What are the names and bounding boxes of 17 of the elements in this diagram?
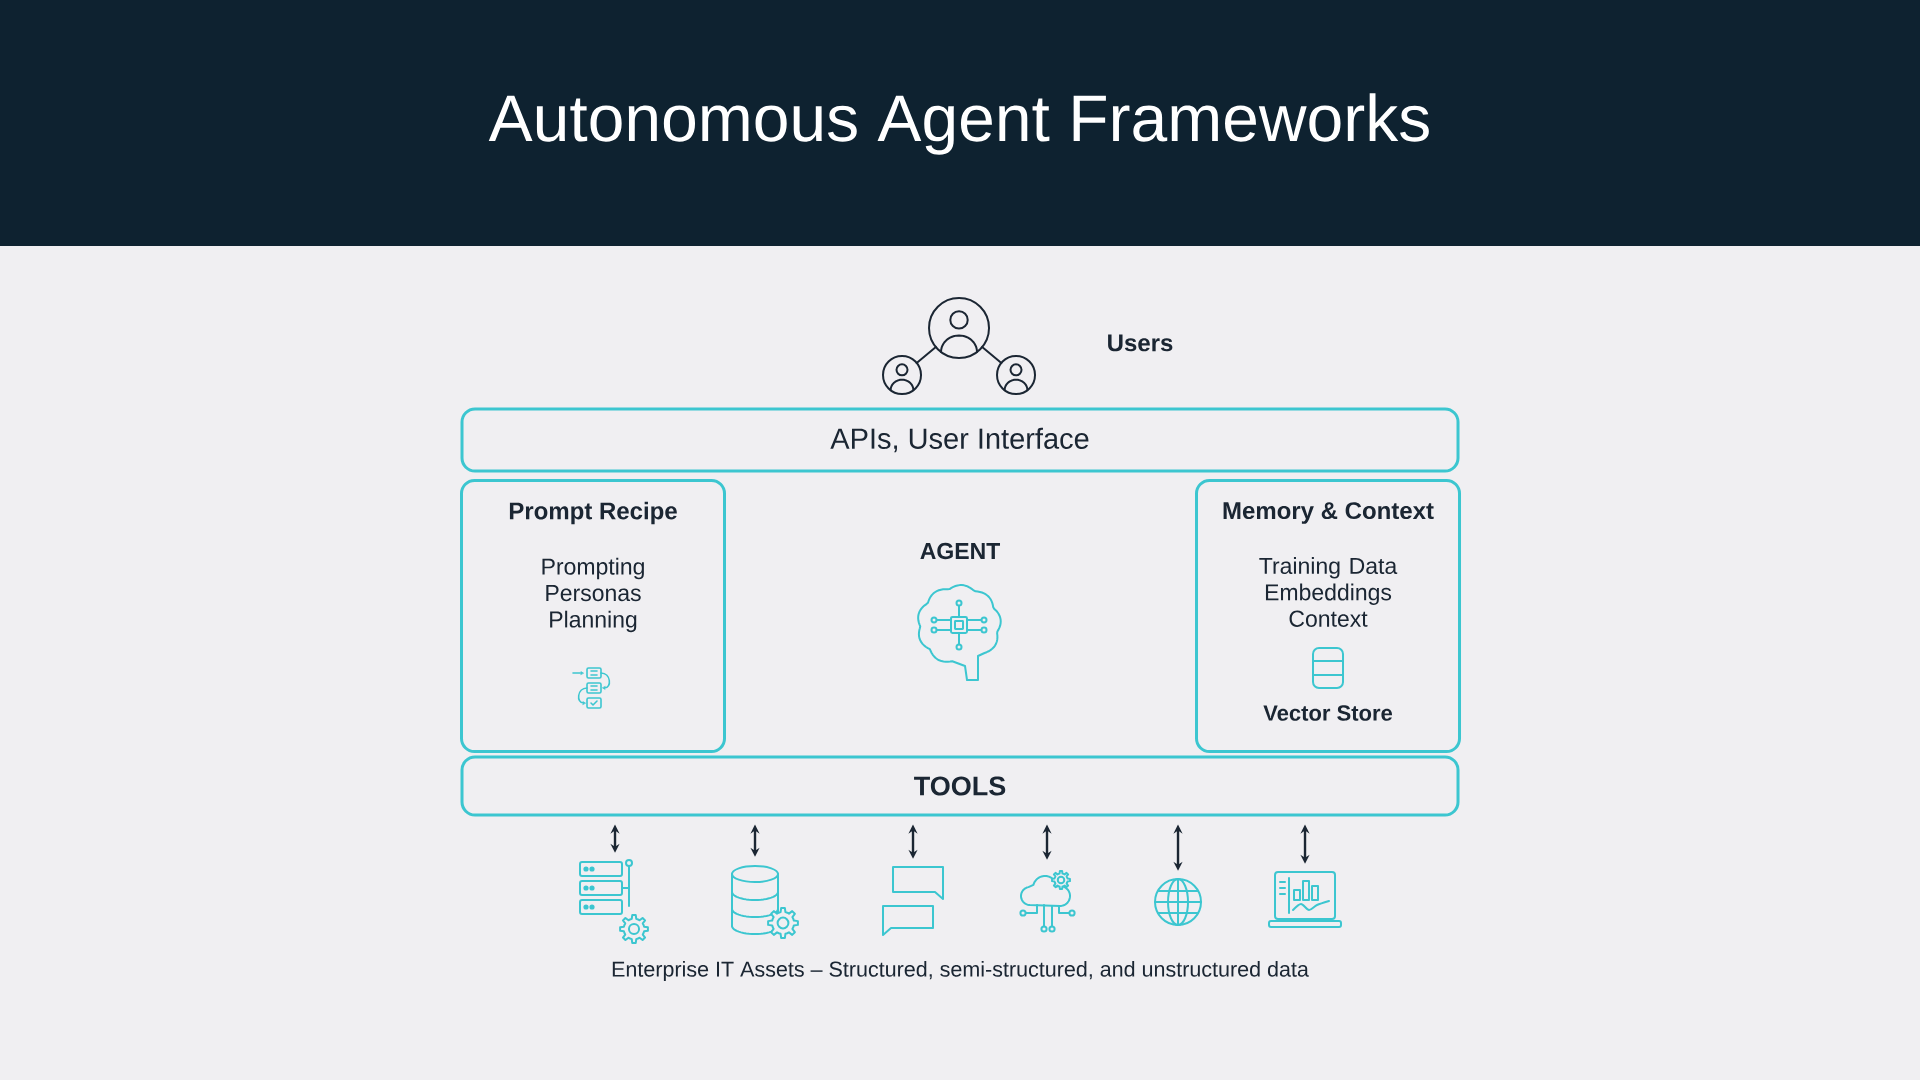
- server-icon: [579, 859, 649, 944]
- panel-heading: Memory & Context: [1223, 502, 1434, 524]
- icon-caption: Vector Store: [1263, 705, 1393, 721]
- globe-icon: [1154, 878, 1202, 926]
- cloud-icon: [1019, 870, 1076, 933]
- laptop-icon: [1268, 871, 1342, 928]
- caption: Enterprise IT Assets – Structured, semi-structured, and unstructured data: [612, 961, 1309, 982]
- item-list: Prompting Personas Planning: [542, 557, 644, 633]
- title: Autonomous Agent Frameworks: [488, 93, 1429, 155]
- section-label: AGENT: [920, 542, 1000, 560]
- layer-box: APIs, User Interface: [460, 407, 1460, 473]
- panel-heading: Prompt Recipe: [509, 501, 677, 525]
- chat-icon: [882, 866, 944, 936]
- database-icon: [731, 865, 799, 939]
- layer-box: TOOLS: [460, 755, 1460, 817]
- label: Users: [1108, 334, 1173, 352]
- item-list: Training Data Embeddings Context: [1259, 557, 1398, 627]
